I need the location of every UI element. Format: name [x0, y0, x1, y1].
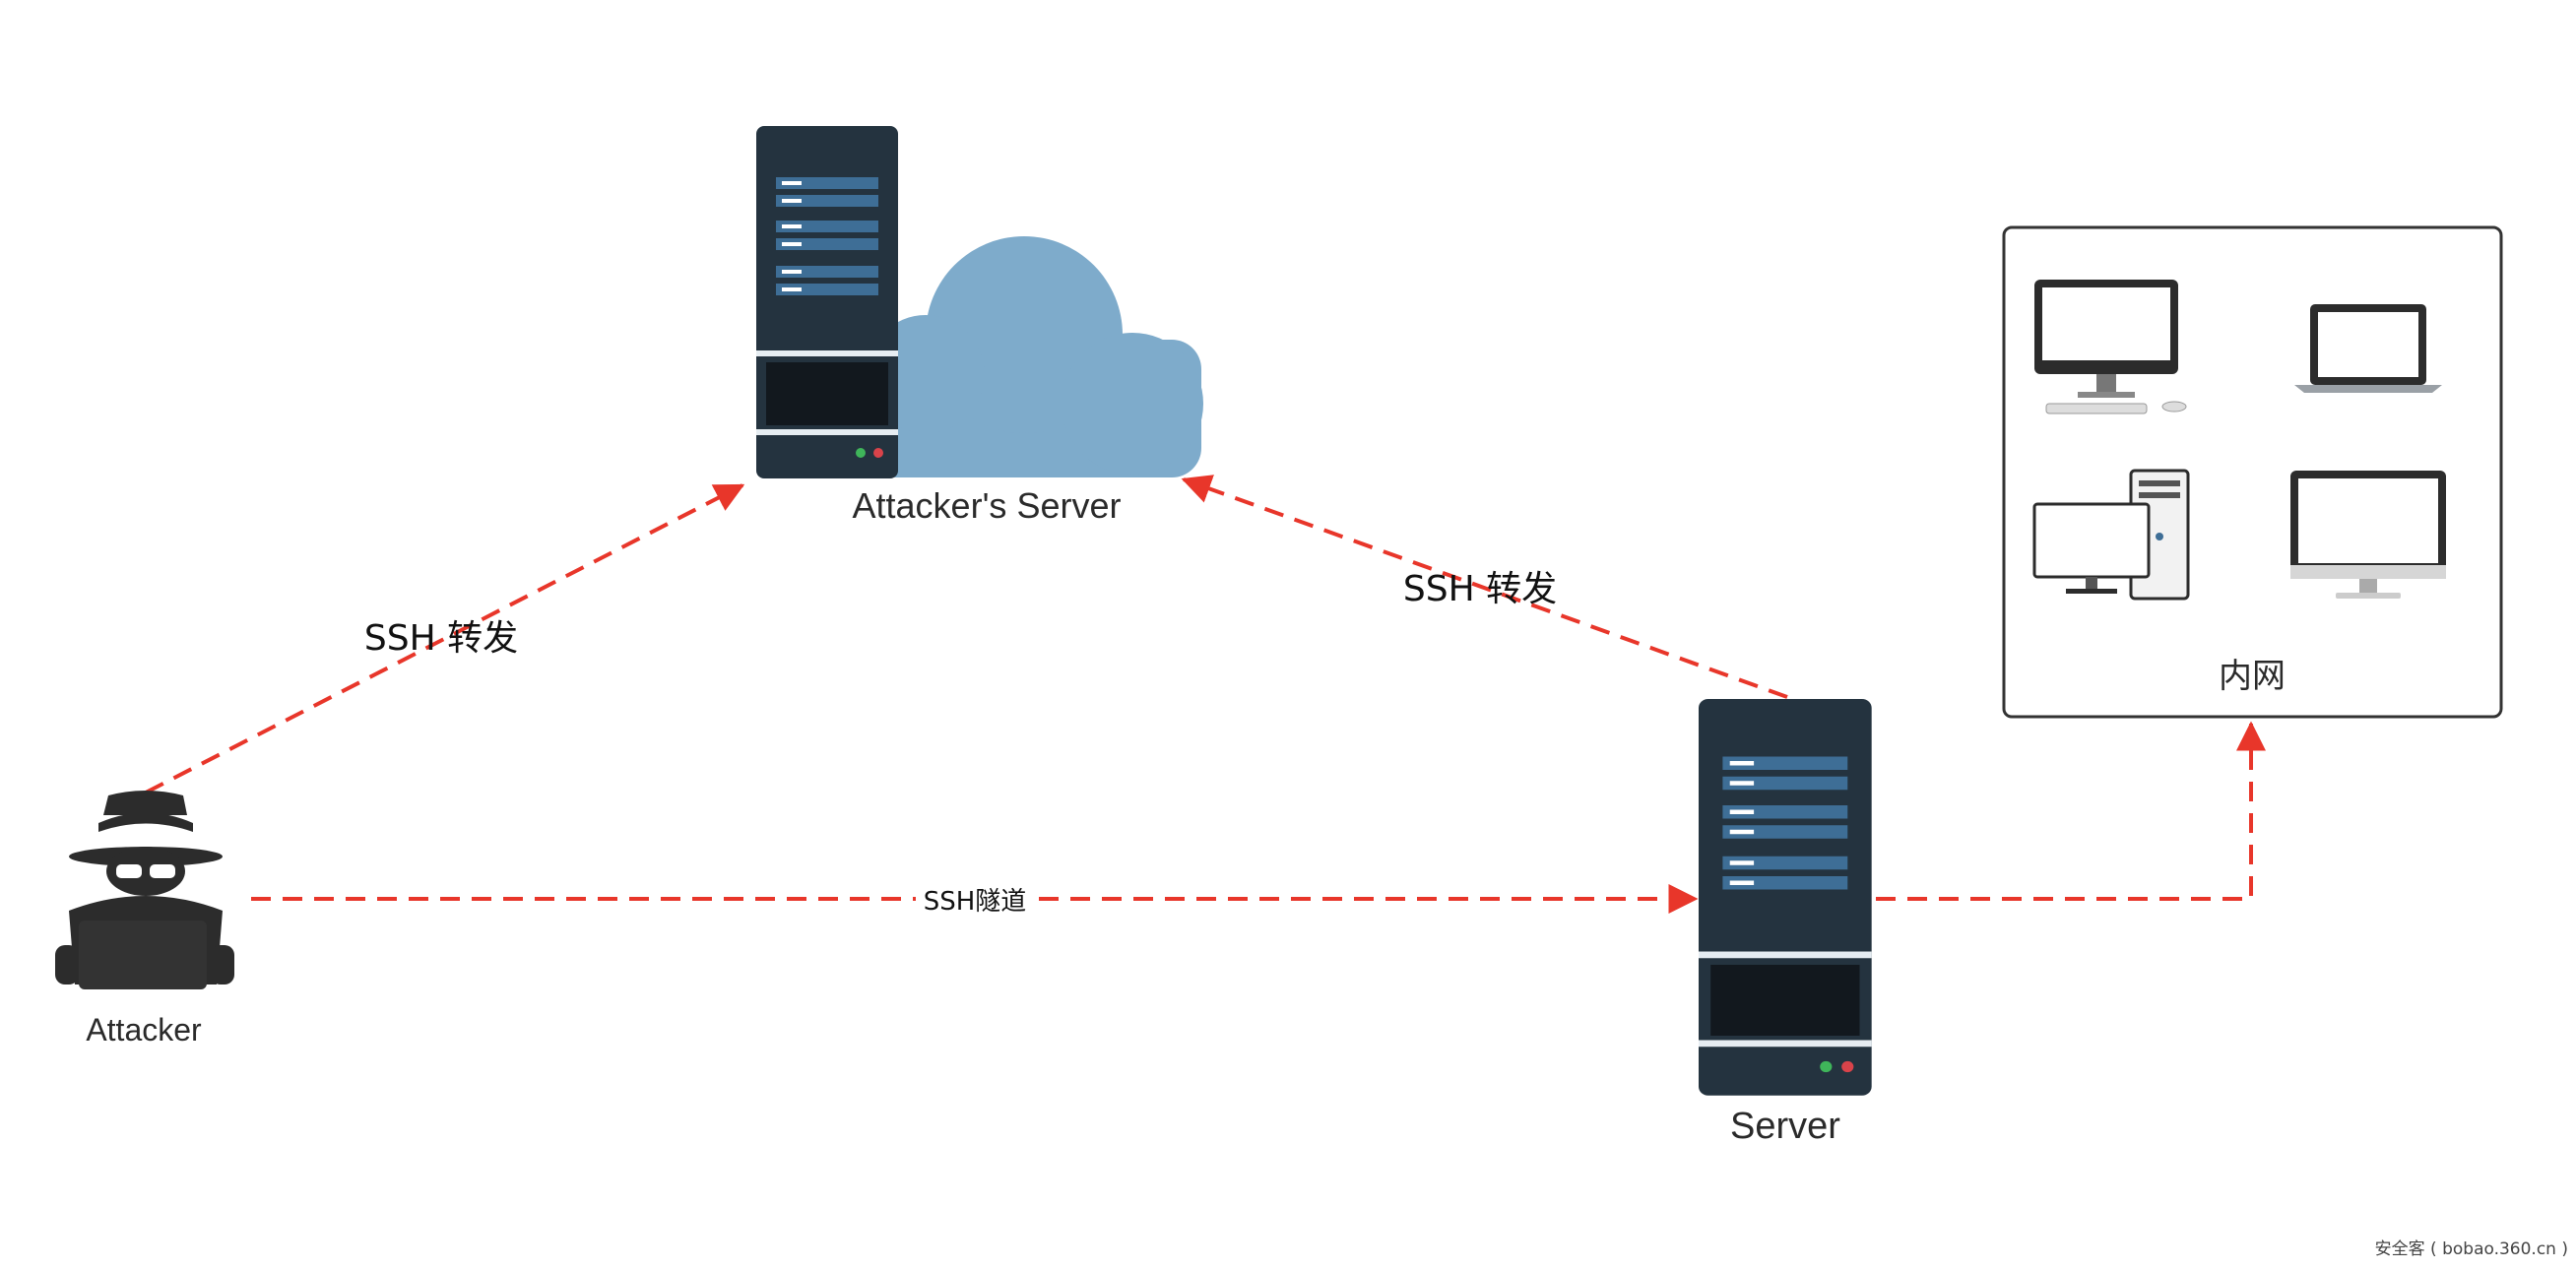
edge-server-to-attacker-server	[1181, 475, 1788, 699]
watermark: 安全客 ( bobao.360.cn )	[2375, 1239, 2568, 1259]
server-node: Server	[1699, 699, 1872, 1147]
attacker-server-label: Attacker's Server	[853, 485, 1122, 526]
server-rack-icon	[1699, 699, 1872, 1096]
edge-label-ssh-forward-left: SSH 转发	[364, 618, 518, 659]
edge-label-ssh-forward-right: SSH 转发	[1403, 569, 1557, 609]
server-rack-icon	[756, 126, 898, 478]
attacker-label: Attacker	[86, 1012, 202, 1048]
server-label: Server	[1730, 1106, 1840, 1147]
cloud-icon	[867, 236, 1203, 477]
monitor-icon	[2290, 471, 2446, 599]
edge-server-to-intranet	[1876, 721, 2266, 901]
intranet-node: 内网	[2002, 225, 2503, 719]
desktop-monitor-icon	[2034, 280, 2187, 414]
attacker-server-node: Attacker's Server	[756, 126, 1203, 526]
hacker-icon	[55, 791, 234, 989]
intranet-label: 内网	[2219, 658, 2286, 695]
laptop-icon	[2294, 304, 2442, 393]
attacker-node: Attacker	[55, 791, 234, 1048]
desktop-tower-icon	[2032, 469, 2190, 601]
edge-attacker-to-attacker-server	[145, 483, 745, 794]
edge-label-ssh-tunnel: SSH隧道	[924, 887, 1027, 917]
edge-label-background	[916, 881, 1034, 917]
